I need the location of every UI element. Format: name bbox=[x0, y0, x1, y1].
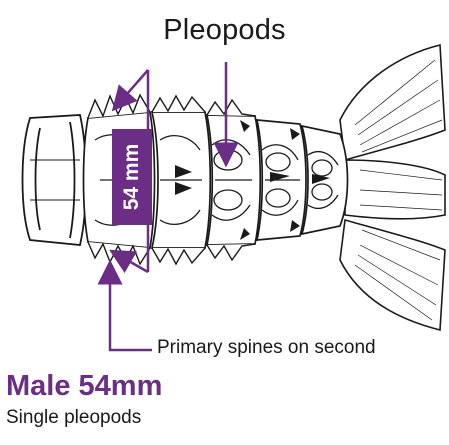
pleopods-label: Pleopods bbox=[0, 14, 449, 47]
caption-subtitle: Single pleopods bbox=[6, 407, 141, 429]
carapace-segment bbox=[23, 115, 87, 245]
caption-title: Male 54mm bbox=[6, 370, 162, 403]
primary-spines-pointer bbox=[110, 272, 152, 350]
primary-spines-label: Primary spines on second bbox=[157, 337, 449, 359]
tail-fan bbox=[340, 45, 445, 330]
measurement-label: 54 mm bbox=[112, 129, 152, 225]
